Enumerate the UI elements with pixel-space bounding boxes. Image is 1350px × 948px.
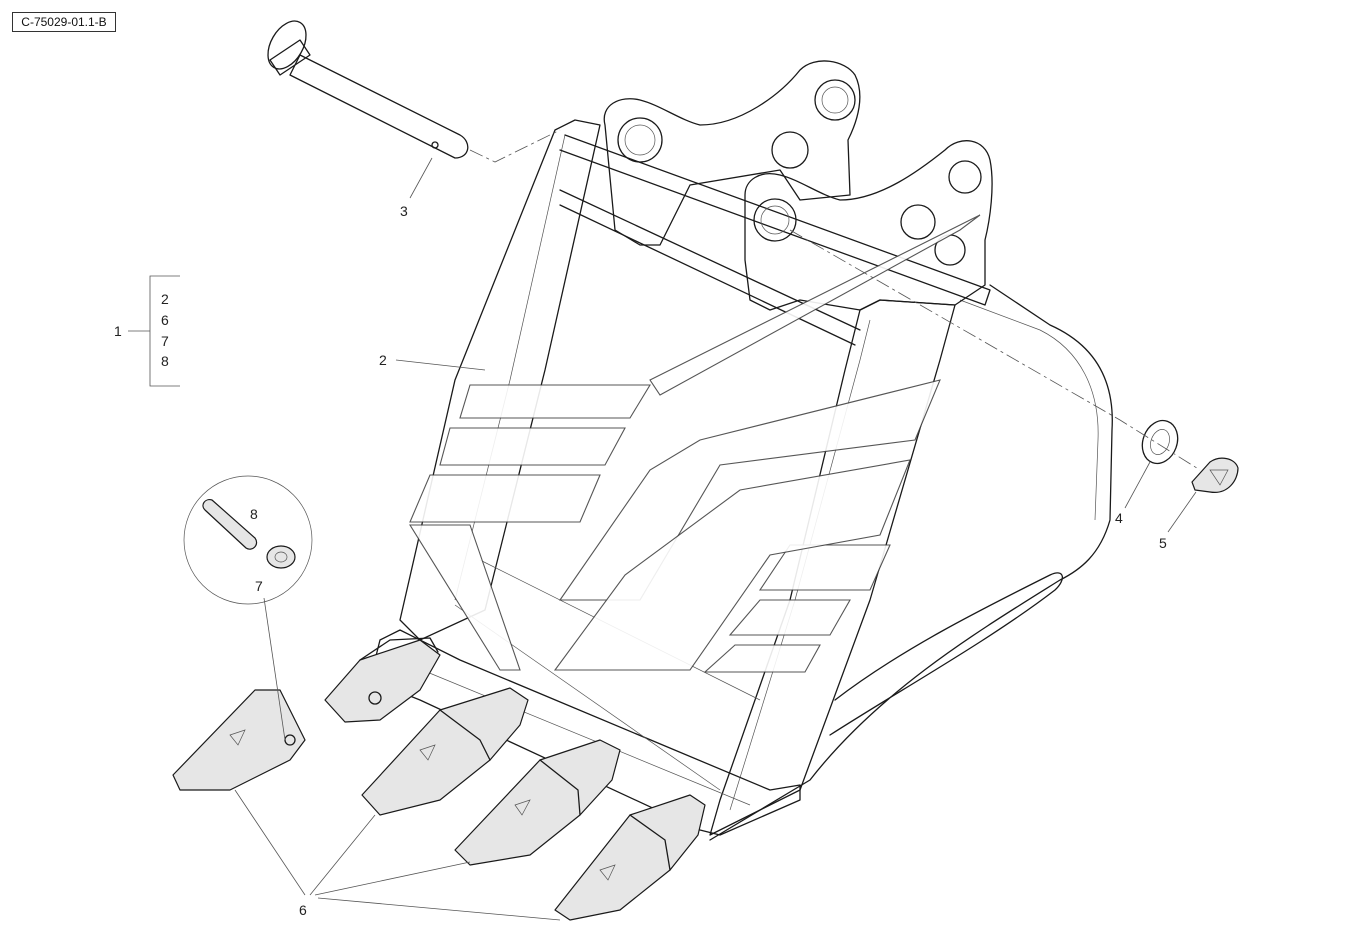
loose-tooth-slot — [229, 729, 246, 746]
rear-bracket-hole-1-inner — [624, 124, 656, 156]
pin-head — [267, 20, 307, 70]
tooth-2-slot — [419, 744, 436, 761]
logo-watermark — [409, 214, 981, 673]
washer-hole — [1150, 429, 1170, 455]
pin-body — [289, 54, 469, 159]
bucket-shell-inner — [959, 299, 1099, 521]
cutting-edge-line — [409, 664, 751, 806]
cross-tube — [559, 134, 991, 306]
callout-6: 6 — [299, 902, 307, 918]
bucket-shell — [709, 284, 1113, 841]
tooth-3 — [454, 739, 621, 866]
retainer-clip-inner — [1209, 469, 1229, 486]
tooth-2-edge — [439, 709, 491, 761]
rear-bracket — [603, 60, 861, 246]
rear-bracket-hole-3 — [771, 131, 809, 169]
leader-5 — [1167, 491, 1197, 533]
leader-3 — [409, 157, 433, 199]
mounting-brackets — [603, 60, 993, 311]
callout-5: 5 — [1159, 535, 1167, 551]
kit-list-item: 6 — [161, 312, 169, 328]
leader-2 — [395, 359, 486, 371]
tooth-adapter-1-top — [359, 637, 439, 661]
callout-3: 3 — [400, 203, 408, 219]
bucket-bottom-plate — [829, 572, 1063, 736]
detail-circle — [183, 475, 313, 605]
front-bracket — [744, 140, 993, 311]
leader-4 — [1124, 461, 1151, 509]
tooth-3-edge — [539, 759, 581, 816]
leader-6b — [309, 814, 376, 896]
callout-4: 4 — [1115, 510, 1123, 526]
callout-8: 8 — [250, 506, 258, 522]
rear-bracket-hole-2-inner — [821, 86, 849, 114]
kit-list-item: 7 — [161, 333, 169, 349]
tooth-4-edge — [629, 814, 671, 871]
detail-washer — [266, 545, 296, 569]
front-bracket-hole-2 — [900, 204, 936, 240]
detail-washer-hole — [274, 551, 288, 563]
kit-list-item: 2 — [161, 291, 169, 307]
front-bracket-hole-1-inner — [760, 205, 790, 235]
pin-cross-hole — [431, 141, 439, 149]
tooth-adapter-1 — [324, 639, 441, 723]
bucket-pin — [267, 20, 561, 163]
tooth-4-slot — [599, 864, 616, 881]
cross-tube-lower — [559, 189, 861, 346]
leader-7 — [263, 597, 286, 741]
leader-6a — [234, 789, 306, 896]
callout-1: 1 — [114, 323, 122, 339]
tooth-adapter-1-pin-hole — [368, 691, 382, 705]
retainer-clip — [1191, 457, 1239, 493]
callout-labels: 1 2 3 4 5 6 7 8 2 6 7 8 — [114, 203, 1167, 918]
leader-6c — [314, 861, 471, 896]
leader-lines — [128, 157, 1197, 921]
washer — [1141, 419, 1179, 465]
front-bracket-hole-3 — [948, 160, 982, 194]
pin-collar — [269, 39, 311, 76]
detail-view — [183, 475, 313, 605]
leader-6d — [317, 897, 561, 921]
tooth-4 — [554, 794, 706, 921]
loose-tooth — [172, 689, 306, 791]
rear-bracket-hole-1 — [617, 117, 663, 163]
tooth-2 — [361, 687, 529, 816]
detail-pin — [202, 499, 258, 550]
left-side-wall — [399, 119, 601, 641]
front-bracket-hole-1 — [753, 198, 797, 242]
callout-7: 7 — [255, 578, 263, 594]
left-side-wall-edge — [454, 134, 566, 601]
drawing-reference-label: C-75029-01.1-B — [12, 12, 116, 32]
tooth-3-slot — [514, 799, 531, 816]
bucket-teeth — [172, 637, 706, 921]
washer-and-retainer — [789, 229, 1239, 493]
pin-center-line — [789, 229, 1201, 471]
rear-bracket-hole-2 — [814, 79, 856, 121]
callout-2: 2 — [379, 352, 387, 368]
kit-list-item: 8 — [161, 353, 169, 369]
pin-axis — [469, 129, 561, 163]
